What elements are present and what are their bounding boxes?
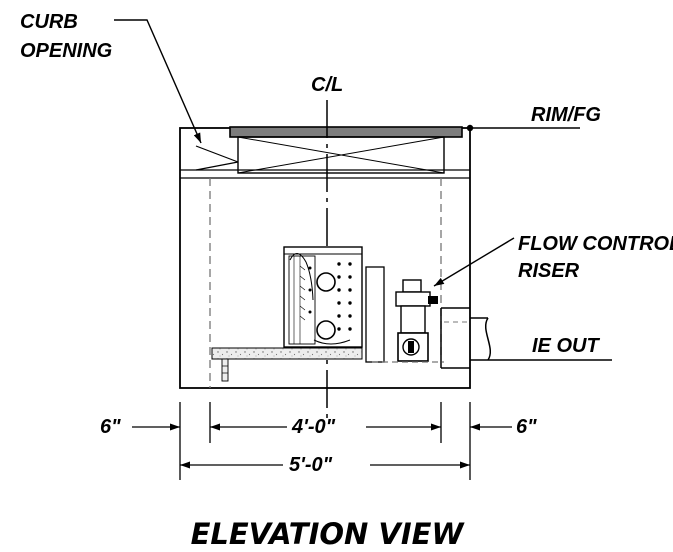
outlet-pipe bbox=[440, 307, 491, 369]
left-wall-dimension: 6" bbox=[100, 416, 121, 438]
outer-width-dimension: 5'-0" bbox=[289, 454, 333, 476]
grate-frame bbox=[229, 126, 463, 174]
flow-control-riser bbox=[395, 279, 438, 362]
drawing-title: ELEVATION VIEW bbox=[191, 517, 466, 551]
curb-opening-label-line1: CURB bbox=[20, 11, 78, 33]
dimension-lines bbox=[132, 402, 512, 480]
ie-out-label: IE OUT bbox=[532, 335, 600, 357]
flow-control-label-line1: FLOW CONTROL bbox=[518, 233, 673, 255]
baffle-plate bbox=[365, 266, 385, 363]
filter-cartridge bbox=[283, 246, 363, 348]
inner-wall-lines bbox=[209, 178, 442, 388]
rim-point bbox=[466, 124, 474, 132]
rim-fg-label: RIM/FG bbox=[531, 104, 601, 126]
flow-control-label-line2: RISER bbox=[518, 260, 580, 282]
concrete-shelf bbox=[211, 347, 363, 382]
centerline-label: C/L bbox=[311, 74, 343, 96]
curb-opening-lines bbox=[180, 145, 470, 179]
right-wall-dimension: 6" bbox=[516, 416, 537, 438]
curb-opening-label-line2: OPENING bbox=[20, 40, 112, 62]
inner-width-dimension: 4'-0" bbox=[291, 416, 336, 438]
leader-lines bbox=[114, 19, 612, 361]
